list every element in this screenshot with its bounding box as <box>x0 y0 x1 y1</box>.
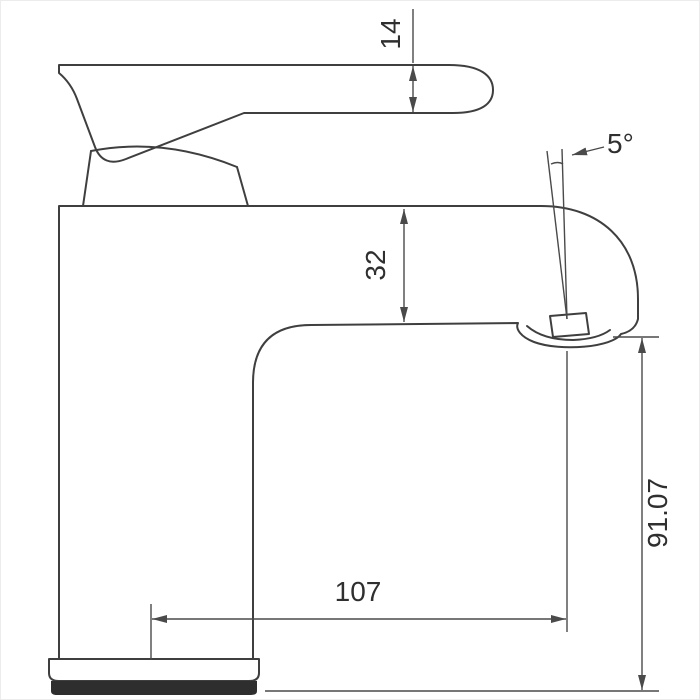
faucet-outline <box>48 64 639 695</box>
dimension-lever-thickness: 14 <box>375 9 417 112</box>
dimension-label-spout-angle: 5° <box>607 128 634 159</box>
angle-reference-line <box>561 148 568 320</box>
spout-outlet-inner-lip <box>526 325 611 341</box>
dimension-label-lever-thickness: 14 <box>375 18 406 49</box>
dimension-spout-angle: 5° <box>546 128 634 320</box>
dimension-label-spout-drop: 32 <box>360 249 391 280</box>
dimension-body-top-to-spout: 32 <box>360 209 408 322</box>
dimension-label-spout-reach: 107 <box>335 576 382 607</box>
base-plate-outline <box>48 658 260 682</box>
angle-leader-arrow <box>571 146 605 156</box>
cartridge-dome-right-edge <box>236 166 249 207</box>
dimension-label-outlet-height: 91.07 <box>642 478 673 548</box>
lever-handle-outline <box>58 64 494 163</box>
dimension-spout-reach: 107 <box>150 351 568 660</box>
cartridge-dome-left-edge <box>82 150 92 207</box>
body-and-spout-outline <box>58 205 639 660</box>
cartridge-dome-arc <box>90 145 238 168</box>
dimension-outlet-height: 91.07 <box>265 336 673 692</box>
angle-tilted-line <box>546 150 568 320</box>
spout-outlet-aerator <box>549 312 590 338</box>
base-gasket <box>51 681 257 695</box>
angle-arc <box>550 161 564 165</box>
